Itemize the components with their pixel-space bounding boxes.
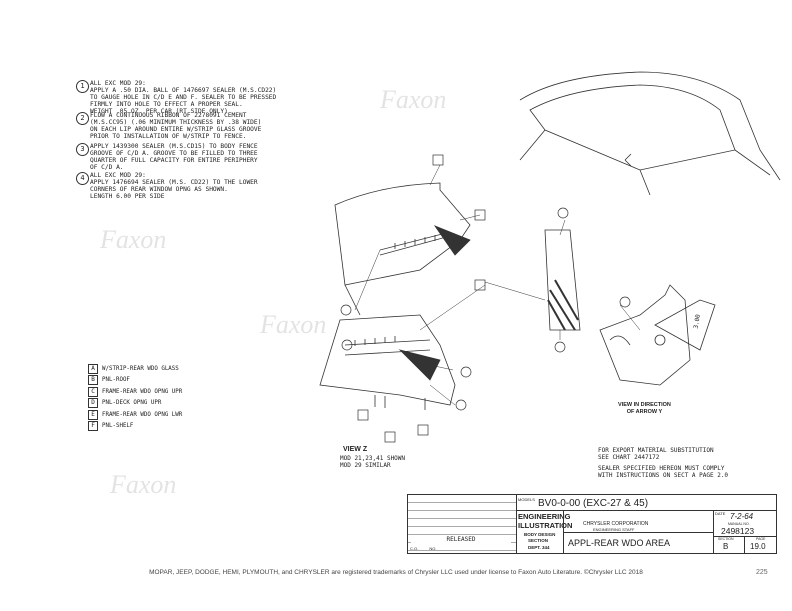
- legend-item: D PNL-DECK OPNG UPR: [88, 398, 182, 410]
- release-status: RELEASED: [411, 536, 511, 543]
- models-label: MODELS: [518, 497, 535, 502]
- sealer-note: SEALER SPECIFIED HEREON MUST COMPLY WITH…: [598, 465, 729, 479]
- title-block: RELEASED C.O. NO. MODELS BV0-0-00 (EXC-2…: [407, 494, 777, 554]
- legend-item: A W/STRIP-REAR WDO GLASS: [88, 363, 182, 375]
- legend-item: E FRAME-REAR WDO OPNG LWR: [88, 409, 182, 421]
- watermark: Faxon: [380, 85, 447, 114]
- watermark: Faxon: [260, 310, 327, 339]
- legend-key: F: [88, 421, 98, 432]
- heading-engineering: ENGINEERING: [518, 512, 571, 521]
- heading-illustration: ILLUSTRATION: [518, 521, 573, 530]
- staff-name: ENGINEERING STAFF: [593, 527, 635, 532]
- legend-key: C: [88, 386, 98, 397]
- upper-assembly-sketch: [334, 182, 471, 316]
- models-value: BV0-0-00 (EXC-27 & 45): [538, 498, 649, 509]
- date-value: 7-2-64: [730, 512, 754, 521]
- note-number: 3: [76, 143, 89, 156]
- view-z-caption: MOD 21,23,41 SHOWN MOD 29 SIMILAR: [340, 455, 406, 469]
- note-number: 2: [76, 112, 89, 125]
- car-rear-sketch: [519, 71, 781, 196]
- callout-leaders: [354, 164, 641, 406]
- note-number: 4: [76, 172, 89, 185]
- dept-line: DEPT. 344: [528, 545, 550, 550]
- dept-line: SECTION: [528, 538, 549, 543]
- page-value: 19.0: [750, 542, 766, 551]
- legend-label: W/STRIP-REAR WDO GLASS: [102, 365, 179, 372]
- legend-label: FRAME-REAR WDO OPNG LWR: [102, 411, 183, 418]
- view-y-caption: VIEW IN DIRECTION OF ARROW Y: [618, 402, 671, 415]
- note-text: APPLY 1439300 SEALER (M.S.CD15) TO BODY …: [90, 143, 258, 171]
- weatherstrip-sketch: [544, 229, 581, 331]
- export-note: FOR EXPORT MATERIAL SUBSTITUTION SEE CHA…: [598, 447, 714, 461]
- legend-key: D: [88, 398, 98, 409]
- view-z-sketch: [319, 314, 456, 410]
- dept-line: BODY DESIGN: [524, 532, 556, 537]
- company-name: CHRYSLER CORPORATION: [583, 521, 649, 527]
- section-value: B: [723, 542, 729, 551]
- trademark-footer: MOPAR, JEEP, DODGE, HEMI, PLYMOUTH, and …: [149, 569, 643, 576]
- legend-item: F PNL-SHELF: [88, 421, 182, 433]
- view-y-sketch: [599, 284, 716, 386]
- legend-label: FRAME-REAR WDO OPNG UPR: [102, 388, 183, 395]
- legend-item: B PNL-ROOF: [88, 375, 182, 387]
- note-text: ALL EXC MOD 29: APPLY A .50 DIA. BALL OF…: [90, 80, 277, 115]
- column-header: C.O. NO.: [410, 546, 437, 551]
- note-text: FLOW A CONTINUOUS RIBBON OF 2278091 CEME…: [90, 112, 262, 140]
- revision-grid: [408, 495, 517, 553]
- watermark: Faxon: [100, 225, 167, 254]
- page-label: PAGE: [756, 537, 766, 541]
- note-number: 1: [76, 80, 89, 93]
- manual-label: MANUAL NO.: [728, 522, 750, 526]
- legend-key: E: [88, 409, 98, 420]
- note-text: ALL EXC MOD 29: APPLY 1476694 SEALER (M.…: [90, 172, 258, 200]
- callout-markers: [340, 154, 631, 443]
- legend-label: PNL-ROOF: [102, 377, 130, 384]
- legend-item: C FRAME-REAR WDO OPNG UPR: [88, 386, 182, 398]
- watermark: Faxon: [110, 470, 177, 499]
- view-z-title: VIEW Z: [343, 446, 368, 453]
- section-label: SECTION: [718, 537, 734, 541]
- legend-label: PNL-DECK OPNG UPR: [102, 400, 162, 407]
- manual-number: 2498123: [721, 526, 755, 536]
- date-label: DATE: [715, 511, 726, 516]
- legend-label: PNL-SHELF: [102, 423, 134, 430]
- legend-key: A: [88, 363, 98, 374]
- legend-key: B: [88, 375, 98, 386]
- drawing-title: APPL-REAR WDO AREA: [568, 538, 671, 548]
- parts-legend: A W/STRIP-REAR WDO GLASS B PNL-ROOF C FRAME…: [88, 363, 182, 432]
- page-number: 225: [756, 569, 768, 576]
